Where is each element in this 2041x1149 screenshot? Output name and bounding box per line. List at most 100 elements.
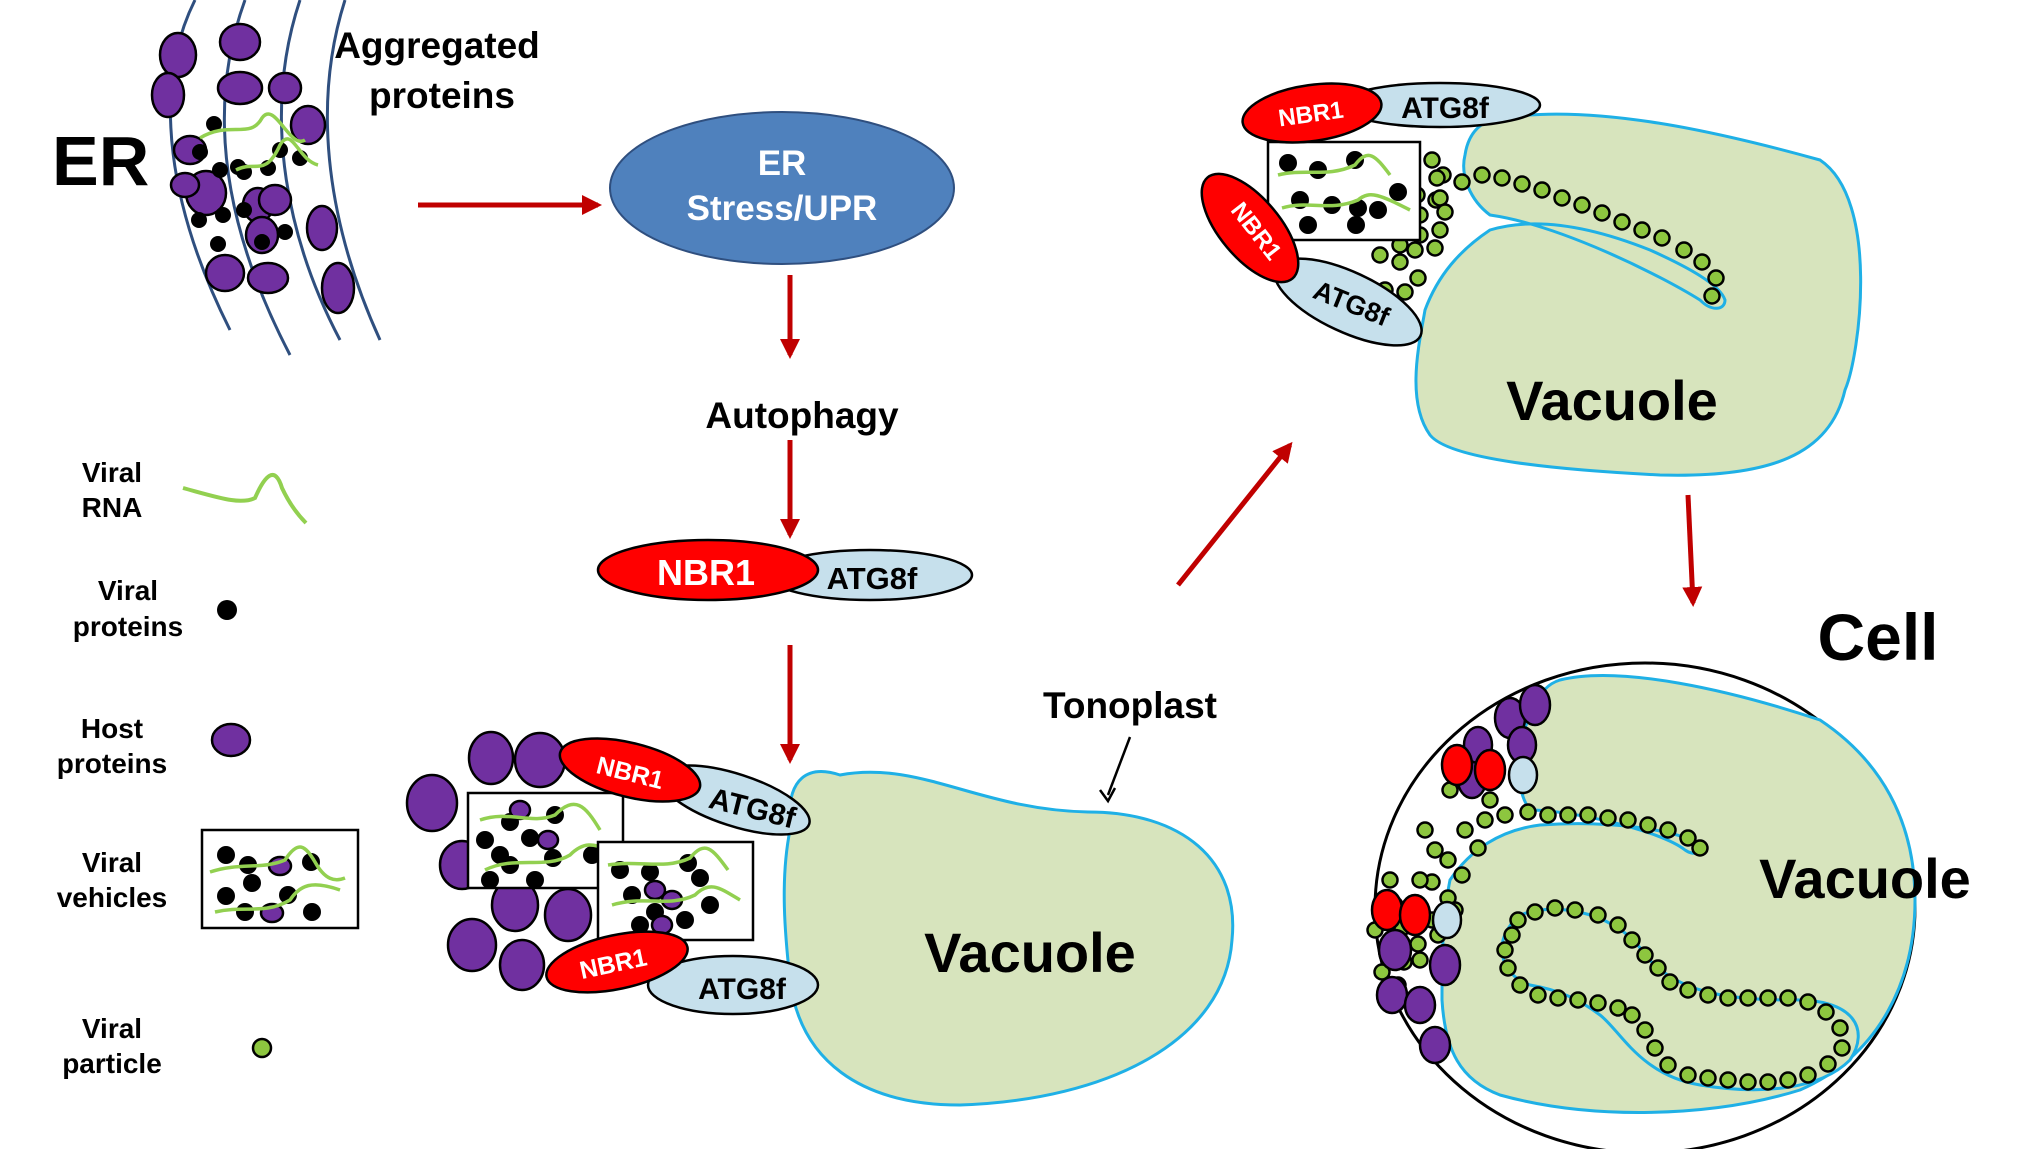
viral-rna (611, 885, 741, 907)
viral-protein (501, 856, 519, 874)
viral-particle (1636, 946, 1654, 964)
viral-rna (214, 883, 341, 914)
viral-rna (1277, 153, 1392, 177)
viral-particle (1391, 253, 1409, 271)
host-protein (218, 22, 262, 62)
viral-protein (217, 887, 235, 905)
er-stress-label-line1: ER (758, 144, 807, 183)
viral-particle (1589, 994, 1607, 1012)
viral-protein (583, 846, 601, 864)
viral-protein (691, 869, 709, 887)
viral-protein (303, 903, 321, 921)
viral-particle (1779, 1071, 1797, 1089)
viral-protein (521, 829, 539, 847)
viral-particle (1609, 916, 1627, 934)
nbr1-label: NBR1 (657, 552, 755, 593)
nbr1-atg8f-complex: NBR1 ATG8f (596, 538, 974, 602)
viral-particle (1439, 851, 1457, 869)
viral-particle (1703, 287, 1721, 305)
viral-protein (1299, 216, 1317, 234)
viral-particle (1373, 963, 1391, 981)
arrow-to-fusion (1176, 441, 1293, 587)
viral-rna-symbol (182, 472, 308, 525)
host-protein (289, 104, 327, 146)
viral-protein (476, 831, 494, 849)
viral-rna (607, 846, 730, 872)
viral-particle (1649, 959, 1667, 977)
viral-particle (1428, 169, 1446, 187)
viral-particle (1719, 989, 1737, 1007)
viral-particle (1526, 903, 1544, 921)
viral-particle (1496, 806, 1514, 824)
nbr1-protein (1370, 888, 1404, 932)
legend-viral-particle-line2: particle (62, 1048, 162, 1079)
viral-vehicle-symbol (200, 828, 360, 930)
tonoplast-label: Tonoplast (1043, 685, 1217, 726)
legend-host-proteins-line2: proteins (57, 748, 167, 779)
host-protein (204, 253, 246, 293)
viral-protein (236, 202, 252, 218)
atg8f-protein (1507, 755, 1539, 795)
viral-particle (1679, 829, 1697, 847)
viral-particle (1639, 816, 1657, 834)
host-protein (467, 730, 515, 786)
viral-protein (243, 874, 261, 892)
viral-particle (1799, 993, 1817, 1011)
viral-particle (1436, 203, 1454, 221)
viral-particle (1831, 1019, 1849, 1037)
host-protein (246, 261, 290, 295)
fusion-receptor-top: NBR1 ATG8f (1241, 81, 1542, 144)
viral-protein (236, 903, 254, 921)
er-stress-label-line2: Stress/UPR (687, 189, 878, 228)
host-protein (536, 829, 560, 851)
host-protein (158, 31, 198, 79)
viral-particle (1396, 283, 1414, 301)
legend-viral-proteins-line2: proteins (73, 611, 183, 642)
viral-particle (1509, 911, 1527, 929)
nbr1-protein (558, 737, 702, 803)
viral-protein (1309, 161, 1327, 179)
host-protein (1418, 1025, 1452, 1065)
viral-protein (215, 207, 231, 223)
viral-particle (1371, 246, 1389, 264)
host-protein (643, 879, 667, 901)
viral-particle-symbol (251, 1037, 273, 1059)
viral-particle (1456, 821, 1474, 839)
viral-vehicle (596, 840, 755, 942)
viral-protein (526, 871, 544, 889)
nbr1-protein (545, 930, 689, 994)
atg8f-label: ATG8f (1401, 92, 1490, 125)
viral-particle (1453, 866, 1471, 884)
er-aggregates (150, 22, 356, 315)
host-protein (1428, 943, 1462, 987)
viral-particle (1416, 821, 1434, 839)
viral-particle (1473, 166, 1491, 184)
viral-protein (631, 916, 649, 934)
cargo-receptor-bottom: NBR1 ATG8f (545, 930, 820, 1016)
viral-particle (1411, 871, 1429, 889)
viral-protein (676, 911, 694, 929)
stage-docking: Vacuole NBR1 ATG8f NBR1 ATG8f Tonoplast (405, 685, 1235, 1107)
viral-protein-symbol (217, 600, 237, 620)
viral-particle (1423, 151, 1441, 169)
legend-host-proteins-line1: Host (81, 713, 143, 744)
viral-particle (1636, 1021, 1654, 1039)
viral-vehicle (1266, 140, 1422, 242)
viral-protein (192, 144, 208, 160)
viral-particle (1481, 791, 1499, 809)
cargo-receptor-top: NBR1 ATG8f (558, 737, 811, 836)
host-protein (320, 261, 356, 315)
cell-edge-proteins (1370, 683, 1552, 1065)
nbr1-protein (1473, 748, 1507, 792)
viral-particle (1476, 811, 1494, 829)
viral-protein (210, 236, 226, 252)
viral-particle (1411, 951, 1429, 969)
viral-protein (1347, 216, 1365, 234)
viral-particle (1719, 1071, 1737, 1089)
host-protein (216, 70, 264, 106)
viral-particle (1675, 241, 1693, 259)
viral-protein (206, 116, 222, 132)
tonoplast-pointer (1106, 736, 1132, 796)
viral-rna (479, 802, 602, 831)
